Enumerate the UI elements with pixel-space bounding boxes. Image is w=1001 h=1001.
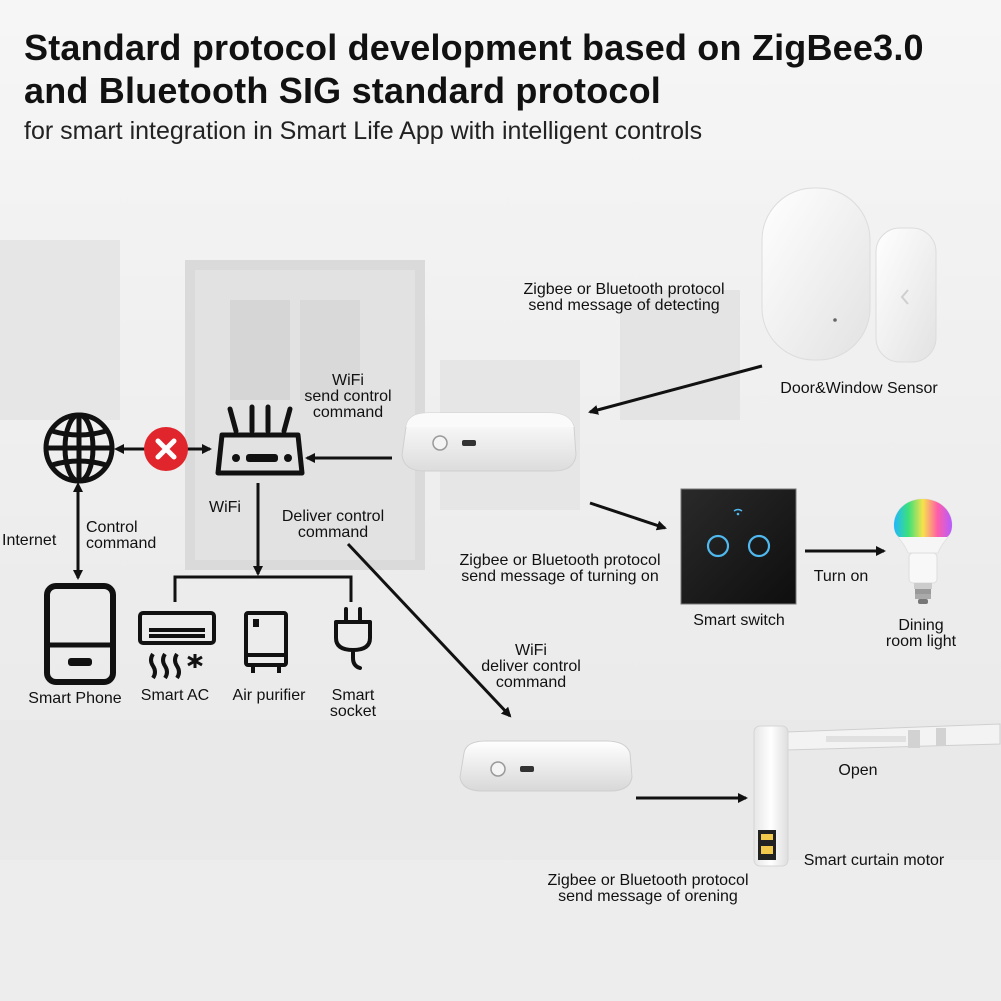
gateway-hub: [401, 412, 577, 472]
opening-protocol-label: Zigbee or Bluetooth protocol send messag…: [547, 872, 749, 905]
open-label: Open: [838, 762, 878, 779]
dining-room-light-label: Dining room light: [885, 617, 957, 650]
router-icon: [215, 404, 305, 476]
smart-ac-label: Smart AC: [140, 687, 210, 704]
arrow-gateway-switch: [589, 501, 667, 531]
page-subtitle: for smart integration in Smart Life App …: [24, 117, 703, 145]
door-window-sensor: [761, 187, 937, 363]
turn-on-label: Turn on: [813, 568, 869, 585]
deliver-control-label: Deliver control command: [281, 508, 385, 541]
router-wifi-label: WiFi: [209, 499, 241, 516]
detecting-protocol-label: Zigbee or Bluetooth protocol send messag…: [523, 281, 725, 314]
title-line-1: Standard protocol development based on Z…: [24, 27, 924, 68]
air-purifier-icon: [244, 611, 288, 673]
appliance-bracket: [173, 575, 353, 602]
page-title: Standard protocol development based on Z…: [24, 26, 924, 112]
control-command-label: Control command: [86, 519, 157, 552]
air-conditioner-icon: [138, 611, 216, 680]
title-line-2: and Bluetooth SIG standard protocol: [24, 70, 661, 111]
arrow-sensor-gateway: [588, 364, 763, 415]
smart-switch: [680, 488, 797, 605]
smart-switch-label: Smart switch: [693, 612, 785, 629]
smart-bulb: [893, 498, 953, 604]
curtain-motor: [753, 723, 1001, 867]
internet-label: Internet: [2, 532, 57, 549]
turning-on-protocol-label: Zigbee or Bluetooth protocol send messag…: [459, 552, 661, 585]
air-purifier-label: Air purifier: [232, 687, 306, 704]
smartphone-icon: [44, 583, 116, 685]
wifi-send-control-label: WiFi send control command: [304, 372, 392, 421]
wifi-deliver-control-label: WiFi deliver control command: [481, 642, 581, 691]
blocked-x-icon: [144, 427, 188, 471]
arrow-router-gateway2: [346, 542, 512, 718]
curtain-motor-label: Smart curtain motor: [803, 852, 945, 869]
door-sensor-label: Door&Window Sensor: [780, 380, 938, 397]
smart-socket-label: Smart socket: [329, 687, 377, 720]
globe-icon: [43, 412, 115, 484]
smart-phone-label: Smart Phone: [28, 690, 122, 707]
gateway-hub-2: [459, 740, 633, 792]
plug-icon: [334, 607, 372, 670]
